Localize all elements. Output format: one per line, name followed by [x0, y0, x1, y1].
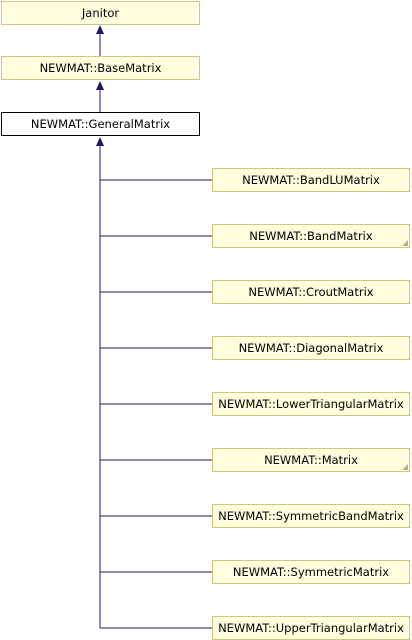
- more-children-fold-icon: [402, 240, 408, 246]
- node-derived-class[interactable]: NEWMAT::SymmetricBandMatrix: [212, 504, 410, 528]
- more-children-fold-icon: [402, 464, 408, 470]
- node-derived-class-label: NEWMAT::UpperTriangularMatrix: [218, 621, 404, 635]
- node-janitor[interactable]: Janitor: [1, 1, 200, 25]
- edge-arrowhead-janitor: [96, 25, 104, 34]
- node-derived-class[interactable]: NEWMAT::BandLUMatrix: [212, 168, 410, 192]
- node-derived-class[interactable]: NEWMAT::BandMatrix: [212, 224, 410, 248]
- node-general-matrix-label: NEWMAT::GeneralMatrix: [30, 117, 171, 131]
- node-derived-class-label: NEWMAT::LowerTriangularMatrix: [218, 397, 404, 411]
- node-derived-class[interactable]: NEWMAT::CroutMatrix: [212, 280, 410, 304]
- node-general-matrix: NEWMAT::GeneralMatrix: [1, 112, 200, 136]
- node-derived-class-label: NEWMAT::DiagonalMatrix: [238, 341, 384, 355]
- node-derived-class-label: NEWMAT::CroutMatrix: [248, 285, 374, 299]
- node-derived-class[interactable]: NEWMAT::SymmetricMatrix: [212, 560, 410, 584]
- node-derived-class-label: NEWMAT::SymmetricMatrix: [232, 565, 390, 579]
- node-derived-class-label: NEWMAT::SymmetricBandMatrix: [218, 509, 404, 523]
- edge-arrowhead-base: [96, 81, 104, 90]
- node-derived-class[interactable]: NEWMAT::Matrix: [212, 448, 410, 472]
- node-derived-class-label: NEWMAT::BandMatrix: [249, 229, 373, 243]
- node-derived-class[interactable]: NEWMAT::DiagonalMatrix: [212, 336, 410, 360]
- node-base-matrix[interactable]: NEWMAT::BaseMatrix: [1, 56, 200, 80]
- node-derived-class[interactable]: NEWMAT::LowerTriangularMatrix: [212, 392, 410, 416]
- node-janitor-label: Janitor: [81, 6, 120, 20]
- node-derived-class[interactable]: NEWMAT::UpperTriangularMatrix: [212, 616, 410, 640]
- node-derived-class-label: NEWMAT::Matrix: [264, 453, 358, 467]
- node-base-matrix-label: NEWMAT::BaseMatrix: [39, 61, 162, 75]
- node-derived-class-label: NEWMAT::BandLUMatrix: [242, 173, 380, 187]
- edge-arrowhead-general: [96, 137, 104, 146]
